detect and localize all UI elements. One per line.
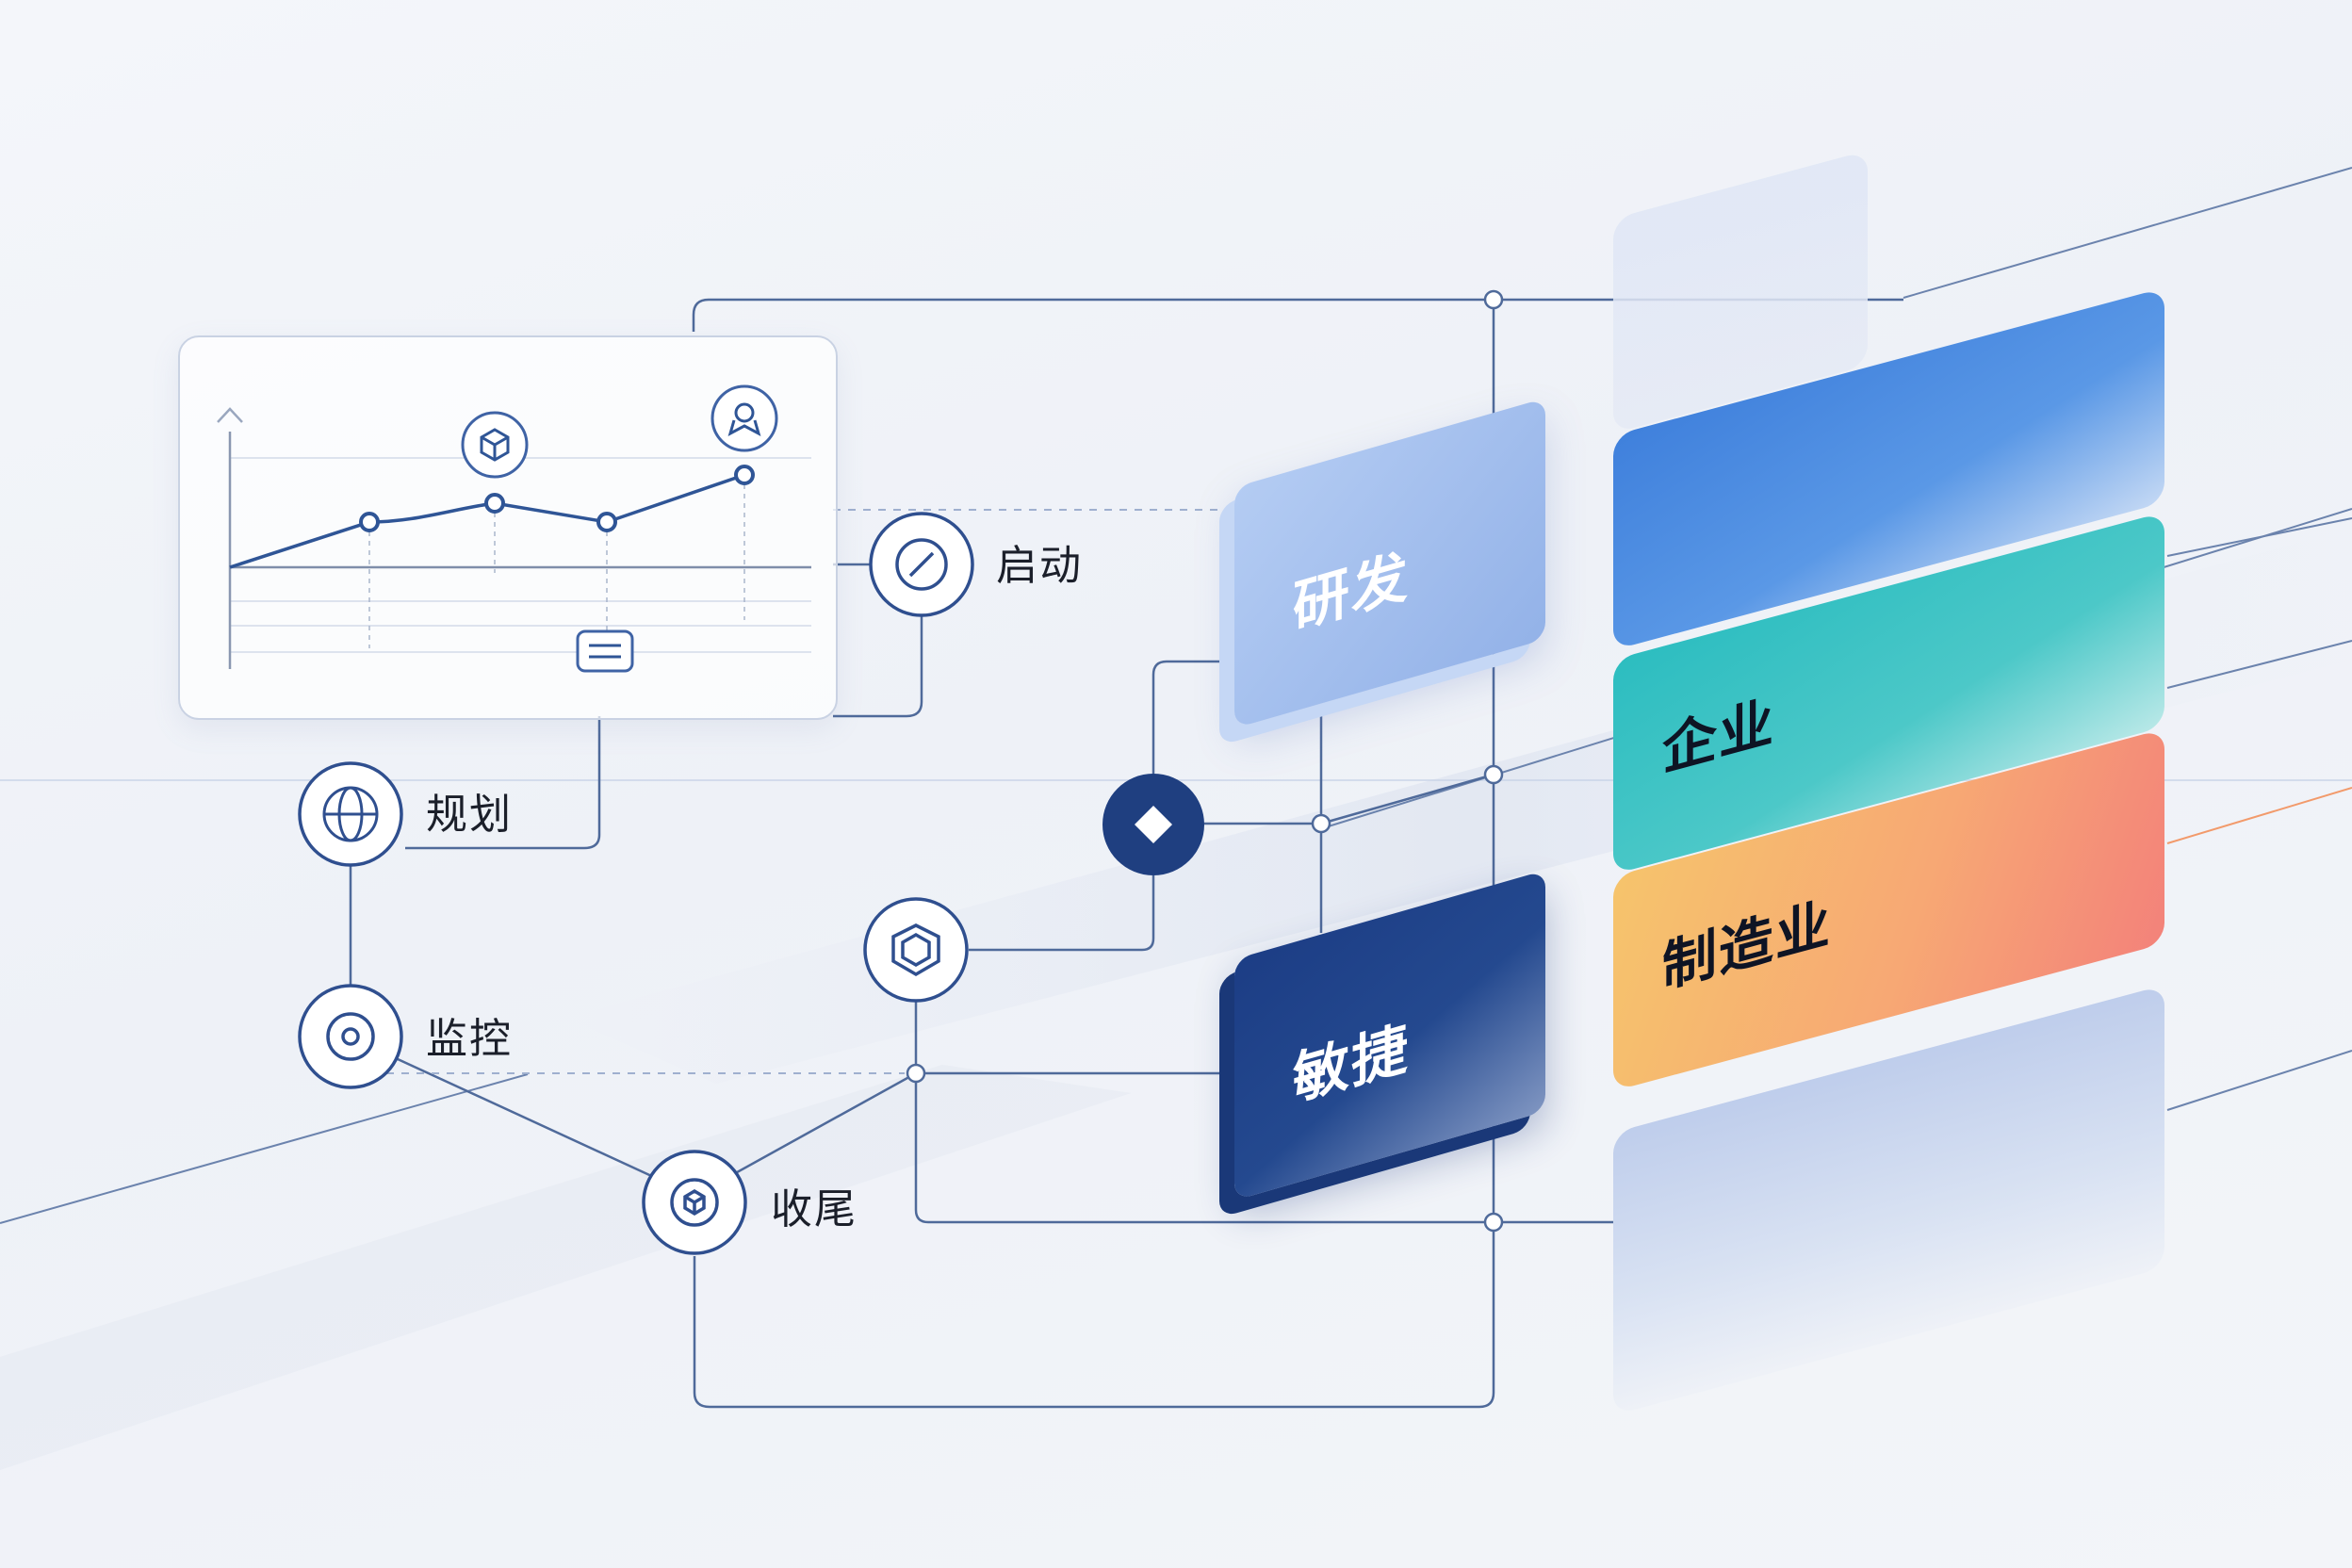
- chart-points: [359, 465, 755, 532]
- chart-up-chevron: [217, 407, 243, 423]
- globe-icon: [322, 786, 379, 842]
- stage-node-start[interactable]: [867, 510, 976, 619]
- junction-dots: [906, 289, 1504, 1233]
- stage-node-monitor[interactable]: [296, 982, 405, 1091]
- stage-label-start: 启动: [996, 542, 1083, 590]
- rd-label: 研发: [1293, 542, 1410, 643]
- dashed-lines: [386, 509, 1234, 1074]
- shield-icon: [891, 923, 940, 977]
- stage-label-close: 收尾: [771, 1185, 858, 1233]
- slash-circle-icon: [895, 538, 948, 591]
- accent-line-orange: [2166, 787, 2352, 844]
- chart-panel: [178, 335, 838, 720]
- award-icon: [710, 384, 778, 452]
- stage-label-monitor: 监控: [426, 1015, 513, 1063]
- enterprise-label: 企业: [1662, 688, 1776, 784]
- shield-node[interactable]: [861, 895, 971, 1004]
- chart-series-line: [229, 473, 745, 569]
- stage-label-plan: 规划: [426, 791, 513, 839]
- mini-line-chart: [217, 384, 811, 673]
- box-icon: [461, 411, 529, 479]
- cube-icon: [670, 1178, 719, 1227]
- stage-node-close[interactable]: [640, 1148, 749, 1257]
- hub-node[interactable]: [1099, 770, 1208, 879]
- diamond-icon: [1135, 806, 1172, 843]
- document-icon: [576, 629, 634, 673]
- target-icon: [326, 1012, 375, 1061]
- agile-label: 敏捷: [1293, 1014, 1410, 1115]
- stage-node-plan[interactable]: [296, 760, 405, 869]
- manufacturing-label: 制造业: [1662, 890, 1833, 1001]
